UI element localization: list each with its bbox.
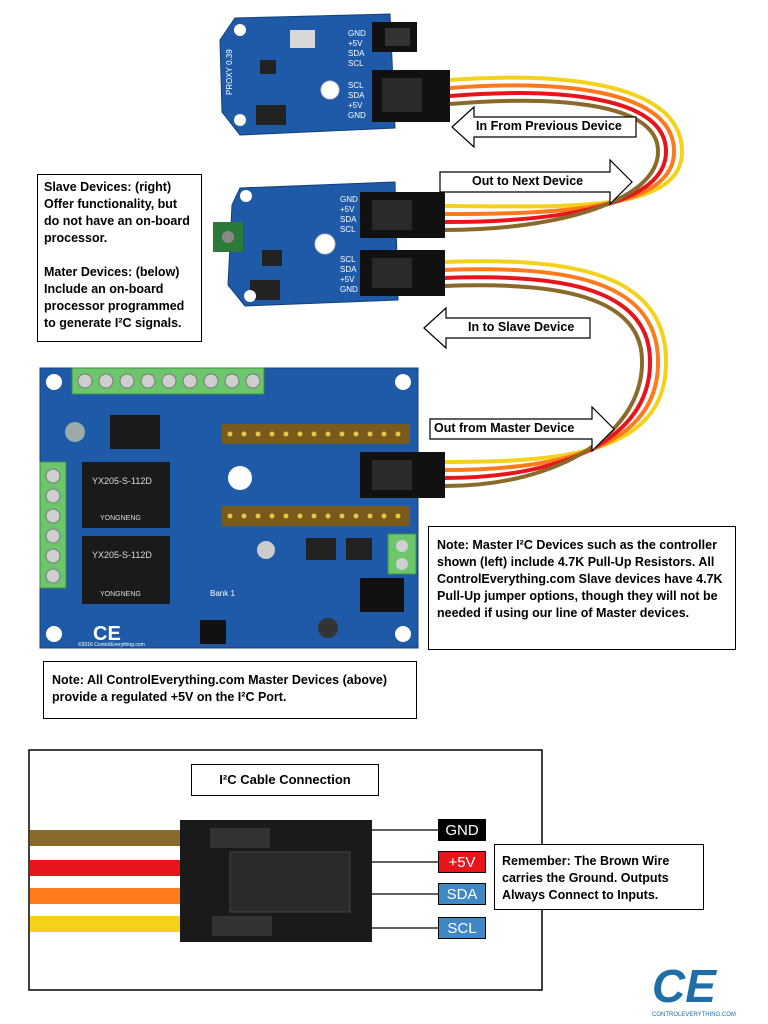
- svg-text:SCL: SCL: [340, 225, 356, 234]
- relay-model-2: YX205-S-112D: [92, 550, 152, 560]
- ce-logo-sub: CONTROLEVERYTHING.COM: [652, 1012, 736, 1018]
- svg-text:SCL: SCL: [340, 255, 356, 264]
- board-ce-logo: CE: [93, 623, 121, 645]
- note-slave-body: Offer functionality, but do not have an …: [44, 197, 190, 245]
- note-master-title: Mater Devices: (below): [44, 265, 180, 279]
- top-pin-gnd: GND: [348, 29, 366, 38]
- ce-logo: CE CONTROLEVERYTHING.COM: [652, 960, 736, 1018]
- pin-leader-lines: [372, 829, 438, 929]
- svg-text:SDA: SDA: [348, 91, 365, 100]
- cable-closeup-connector: [180, 820, 372, 942]
- relay-brand-2: YONGNENG: [100, 591, 141, 598]
- pin-badge-gnd: GND: [438, 819, 486, 841]
- svg-text:+5V: +5V: [340, 275, 355, 284]
- arrow-label-out-next: Out to Next Device: [472, 174, 584, 188]
- relay-model-1: YX205-S-112D: [92, 476, 152, 486]
- note-remember-text: Remember: The Brown Wire carries the Gro…: [502, 854, 670, 902]
- note-master-body: Include an on-board processor programmed…: [44, 282, 185, 330]
- note-slave-title: Slave Devices: (right): [44, 180, 172, 194]
- master-board: YX205-S-112D YX205-S-112D YONGNENG YONGN…: [39, 367, 445, 649]
- svg-text:SCL: SCL: [348, 81, 364, 90]
- cable-closeup-wires: [30, 830, 190, 932]
- note-regulated-text: Note: All ControlEverything.com Master D…: [52, 673, 388, 704]
- slave-board-top: PROXY 0.39 GND +5V SDA SCL SCL SDA +5V G…: [219, 13, 450, 136]
- note-regulated: Note: All ControlEverything.com Master D…: [43, 661, 417, 719]
- arrow-label-in-slave: In to Slave Device: [468, 320, 575, 334]
- note-remember: Remember: The Brown Wire carries the Gro…: [494, 844, 704, 910]
- pin-badge-5v: +5V: [438, 851, 486, 873]
- svg-text:SDA: SDA: [340, 265, 357, 274]
- note-slave-master: Slave Devices: (right) Offer functionali…: [37, 174, 202, 342]
- note-pullup: Note: Master I²C Devices such as the con…: [428, 526, 736, 650]
- cable-box-title: I²C Cable Connection: [191, 764, 379, 796]
- ce-logo-mark: CE: [652, 960, 717, 1012]
- arrow-label-in-previous: In From Previous Device: [476, 119, 622, 133]
- relay-brand-1: YONGNENG: [100, 515, 141, 522]
- cable-top-to-middle: [444, 75, 685, 232]
- arrow-in-previous: [451, 105, 637, 149]
- svg-text:SDA: SDA: [340, 215, 357, 224]
- prox-label: PROXY 0.39: [225, 49, 234, 95]
- top-pin-scl: SCL: [348, 59, 364, 68]
- arrow-label-out-master: Out from Master Device: [434, 421, 575, 435]
- svg-text:+5V: +5V: [348, 101, 363, 110]
- arrow-out-master: [429, 405, 615, 453]
- pin-badge-sda: SDA: [438, 883, 486, 905]
- svg-text:GND: GND: [340, 285, 358, 294]
- cable-middle-to-master: [444, 259, 669, 488]
- board-copyright: ©2016 ControlEverything.com: [78, 641, 145, 648]
- top-pin-sda: SDA: [348, 49, 365, 58]
- svg-text:+5V: +5V: [340, 205, 355, 214]
- arrow-out-next: [439, 158, 633, 206]
- bank-label: Bank 1: [210, 589, 235, 598]
- pin-badge-scl: SCL: [438, 917, 486, 939]
- note-pullup-text: Note: Master I²C Devices such as the con…: [437, 538, 723, 620]
- slave-board-middle: GND +5V SDA SCL SCL SDA +5V GND: [213, 181, 445, 307]
- top-pin-5v: +5V: [348, 39, 363, 48]
- svg-text:GND: GND: [340, 195, 358, 204]
- cable-box-title-text: I²C Cable Connection: [219, 772, 351, 787]
- svg-text:GND: GND: [348, 111, 366, 120]
- arrow-in-slave: [423, 306, 591, 350]
